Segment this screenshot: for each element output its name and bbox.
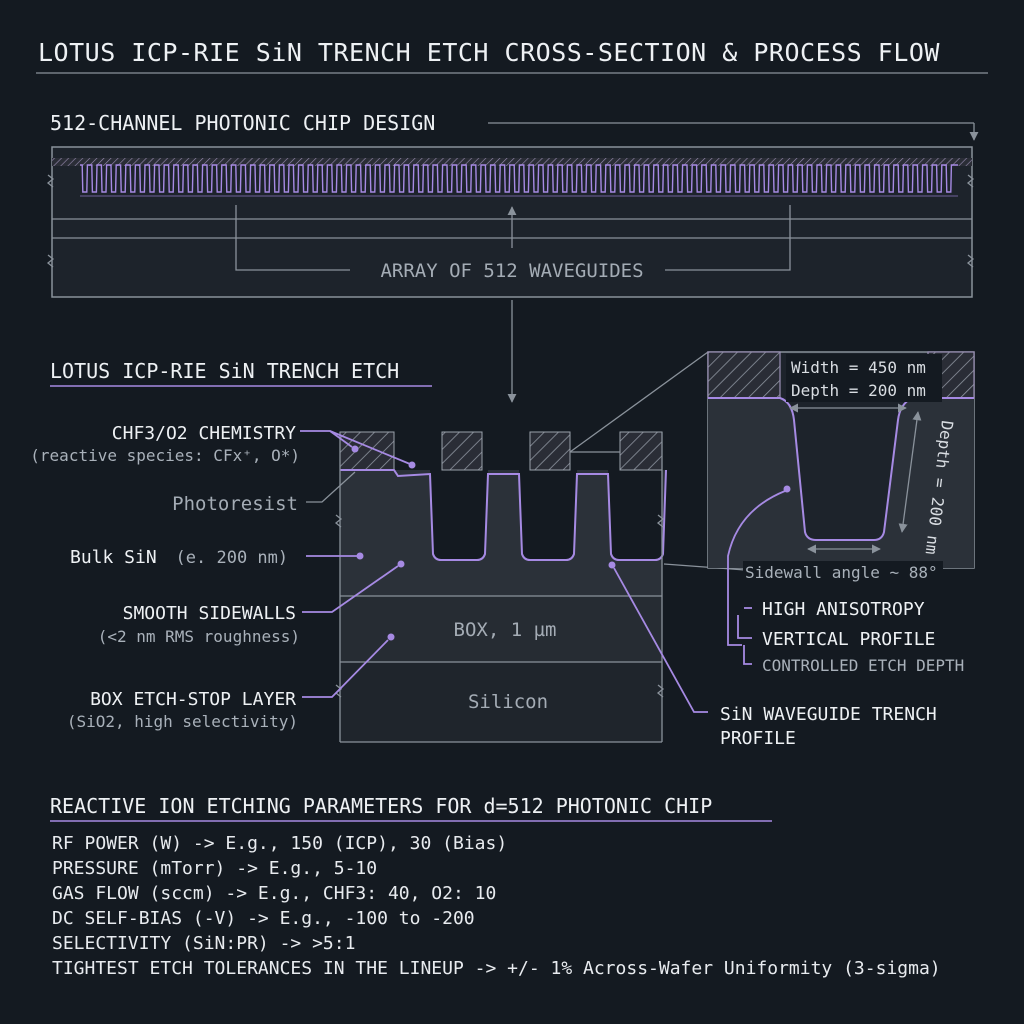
array-bracket-left bbox=[235, 205, 350, 271]
chip-break-left-top bbox=[46, 174, 55, 188]
param-line-1: RF POWER (W) -> E.g., 150 (ICP), 30 (Bia… bbox=[52, 833, 507, 854]
trench-profile-label-2: PROFILE bbox=[720, 728, 796, 749]
chemistry-dot-1 bbox=[351, 445, 359, 453]
zoom-connector-bottom bbox=[663, 563, 746, 571]
sidewall-angle-label: Sidewall angle ~ 88° bbox=[745, 563, 938, 582]
array-label: ARRAY OF 512 WAVEGUIDES bbox=[380, 260, 643, 282]
feature-tick-2 bbox=[737, 615, 752, 639]
photoresist-cap-3 bbox=[529, 431, 571, 471]
zoom-width-label: Width = 450 nm bbox=[791, 358, 926, 377]
chemistry-label: CHF3/O2 CHEMISTRY bbox=[112, 423, 296, 444]
box-layer-label: BOX, 1 µm bbox=[454, 619, 557, 641]
etch-heading: LOTUS ICP-RIE SiN TRENCH ETCH bbox=[50, 359, 399, 383]
trench-profile-label-1: SiN WAVEGUIDE TRENCH bbox=[720, 704, 937, 725]
photoresist-cap-2 bbox=[441, 431, 483, 471]
sidewalls-sub-label: (<2 nm RMS roughness) bbox=[98, 627, 300, 646]
feature-vertical-profile: VERTICAL PROFILE bbox=[762, 629, 935, 650]
trench-profile-leader bbox=[613, 567, 708, 713]
zoom-sidewall-leader bbox=[727, 490, 786, 646]
feature-tick-3 bbox=[743, 645, 752, 665]
param-line-4: DC SELF-BIAS (-V) -> E.g., -100 to -200 bbox=[52, 908, 475, 929]
box-stop-label: BOX ETCH-STOP LAYER bbox=[90, 689, 296, 710]
zoom-connector-top bbox=[569, 351, 709, 453]
bulk-sin-name: Bulk SiN bbox=[70, 547, 157, 568]
zoom-depth-dimension bbox=[898, 411, 922, 533]
photoresist-cap-4 bbox=[619, 431, 663, 471]
photoresist-leader bbox=[306, 471, 356, 503]
chemistry-leader-2 bbox=[329, 430, 411, 465]
zoom-inset: Width = 450 nm Depth = 200 nm Depth = 20… bbox=[707, 351, 975, 646]
sidewall-angle-backdrop bbox=[743, 561, 943, 583]
zoom-depth-label: Depth = 200 nm bbox=[791, 381, 926, 400]
chip-break-left-bottom bbox=[46, 254, 55, 268]
page-title: LOTUS ICP-RIE SiN TRENCH ETCH CROSS-SECT… bbox=[38, 38, 940, 67]
box-layer bbox=[340, 596, 662, 662]
trench-profile-dot bbox=[608, 561, 616, 569]
param-line-6: TIGHTEST ETCH TOLERANCES IN THE LINEUP -… bbox=[52, 958, 941, 979]
params-heading: REACTIVE ION ETCHING PARAMETERS FOR d=51… bbox=[50, 794, 712, 818]
bulk-sin-thickness: (e. 200 nm) bbox=[176, 548, 289, 568]
params-list: RF POWER (W) -> E.g., 150 (ICP), 30 (Bia… bbox=[52, 833, 941, 979]
sin-trench-profile bbox=[340, 469, 667, 561]
sidewalls-dot bbox=[397, 560, 405, 568]
feature-high-anisotropy: HIGH ANISOTROPY bbox=[762, 599, 925, 620]
bulk-sin-dot bbox=[356, 552, 364, 560]
feature-controlled-depth: CONTROLLED ETCH DEPTH bbox=[762, 656, 964, 675]
waveguide-teeth-profile bbox=[80, 164, 958, 193]
break-mark-right-2 bbox=[656, 684, 665, 698]
chip-break-right-top bbox=[966, 174, 975, 188]
chip-resist-band bbox=[52, 158, 972, 166]
param-line-3: GAS FLOW (sccm) -> E.g., CHF3: 40, O2: 1… bbox=[52, 883, 496, 904]
waveguide-array bbox=[80, 164, 958, 197]
break-mark-right-1 bbox=[656, 514, 665, 528]
etch-cross-section: BOX, 1 µm Silicon bbox=[334, 431, 667, 743]
chip-heading: 512-CHANNEL PHOTONIC CHIP DESIGN bbox=[50, 111, 435, 135]
zoom-dimension-backdrop bbox=[786, 354, 942, 402]
break-mark-left-1 bbox=[334, 514, 343, 528]
chemistry-dot-2 bbox=[408, 461, 416, 469]
param-line-2: PRESSURE (mTorr) -> E.g., 5-10 bbox=[52, 858, 377, 879]
zoom-sidewall-dot bbox=[783, 485, 791, 493]
silicon-layer bbox=[340, 662, 662, 742]
chemistry-sub-label: (reactive species: CFx⁺, O*) bbox=[30, 446, 300, 465]
photoresist-label: Photoresist bbox=[172, 493, 298, 515]
bulk-sin-label: Bulk SiN (e. 200 nm) bbox=[70, 547, 288, 568]
zoom-resist-left bbox=[707, 351, 781, 399]
array-bracket-right bbox=[665, 205, 791, 271]
sidewalls-leader bbox=[302, 565, 399, 613]
box-stop-dot bbox=[387, 633, 395, 641]
param-line-5: SELECTIVITY (SiN:PR) -> >5:1 bbox=[52, 933, 355, 954]
sidewalls-label: SMOOTH SIDEWALLS bbox=[123, 603, 296, 624]
box-stop-sub-label: (SiO2, high selectivity) bbox=[67, 712, 298, 731]
silicon-layer-label: Silicon bbox=[468, 691, 548, 713]
box-stop-leader bbox=[302, 639, 389, 698]
bulk-sin-body bbox=[340, 470, 666, 596]
chip-break-right-bottom bbox=[966, 254, 975, 268]
